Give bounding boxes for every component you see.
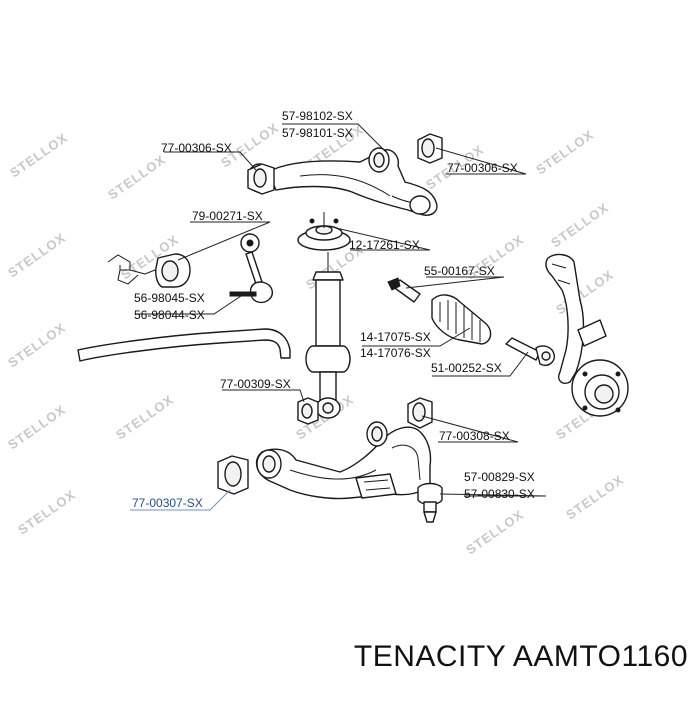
label-upper-bush-left: 77-00306-SX — [161, 141, 232, 155]
watermark-text: STELLOX — [5, 402, 68, 453]
label-lower-bush-front: 77-00308-SX — [439, 429, 510, 443]
watermark-text: STELLOX — [548, 200, 611, 251]
ball-joint — [417, 482, 443, 523]
upper-arm-bushing — [247, 133, 443, 195]
label-boot-a: 14-17075-SX — [360, 330, 431, 344]
stabilizer-bushing — [107, 253, 191, 288]
label-ball-joint-a: 57-00829-SX — [464, 470, 535, 484]
watermark-text: STELLOX — [5, 320, 68, 371]
label-upper-arm-a: 57-98102-SX — [282, 109, 353, 123]
part-labels: 57-98102-SX 57-98101-SX 77-00306-SX 77-0… — [132, 109, 535, 510]
label-stab-bush: 79-00271-SX — [192, 209, 263, 223]
watermark-text: STELLOX — [5, 230, 68, 281]
strut-mount — [297, 212, 351, 251]
watermark-text: STELLOX — [463, 507, 526, 558]
part-number-title: TENACITY AAMTO1160 — [353, 640, 688, 673]
steering-boot — [431, 294, 492, 345]
label-link-a: 56-98045-SX — [134, 291, 205, 305]
watermark-text: STELLOX — [113, 392, 176, 443]
label-lower-bush-rear: 77-00307-SX — [132, 496, 203, 510]
upper-control-arm — [247, 147, 438, 216]
label-upper-arm-b: 57-98101-SX — [282, 126, 353, 140]
tie-rod-inner — [387, 277, 421, 303]
stabilizer-link — [229, 233, 273, 304]
label-link-b: 56-98044-SX — [134, 308, 205, 322]
watermark-text: STELLOX — [533, 127, 596, 178]
label-tie-rod-inner: 55-00167-SX — [424, 264, 495, 278]
watermark-text: STELLOX — [7, 130, 70, 181]
label-boot-b: 14-17076-SX — [360, 346, 431, 360]
label-ball-joint-b: 57-00830-SX — [464, 487, 535, 501]
shock-absorber — [305, 252, 351, 419]
label-upper-bush-right: 77-00306-SX — [447, 161, 518, 175]
label-shock-bush: 77-00309-SX — [220, 377, 291, 391]
leader-lines — [130, 123, 547, 511]
stabilizer-bar — [77, 328, 291, 362]
label-strut-mount: 12-17261-SX — [349, 238, 420, 252]
watermark-text: STELLOX — [15, 487, 78, 538]
label-tie-rod-end: 51-00252-SX — [431, 361, 502, 375]
steering-knuckle — [545, 253, 629, 417]
tie-rod-end — [505, 337, 555, 366]
lower-control-arm — [255, 421, 432, 500]
watermark-text: STELLOX — [105, 152, 168, 203]
lower-front-bushing — [407, 397, 433, 429]
shock-bushing — [297, 397, 319, 425]
watermark-text: STELLOX — [563, 472, 626, 523]
lower-rear-bushing — [217, 455, 249, 495]
